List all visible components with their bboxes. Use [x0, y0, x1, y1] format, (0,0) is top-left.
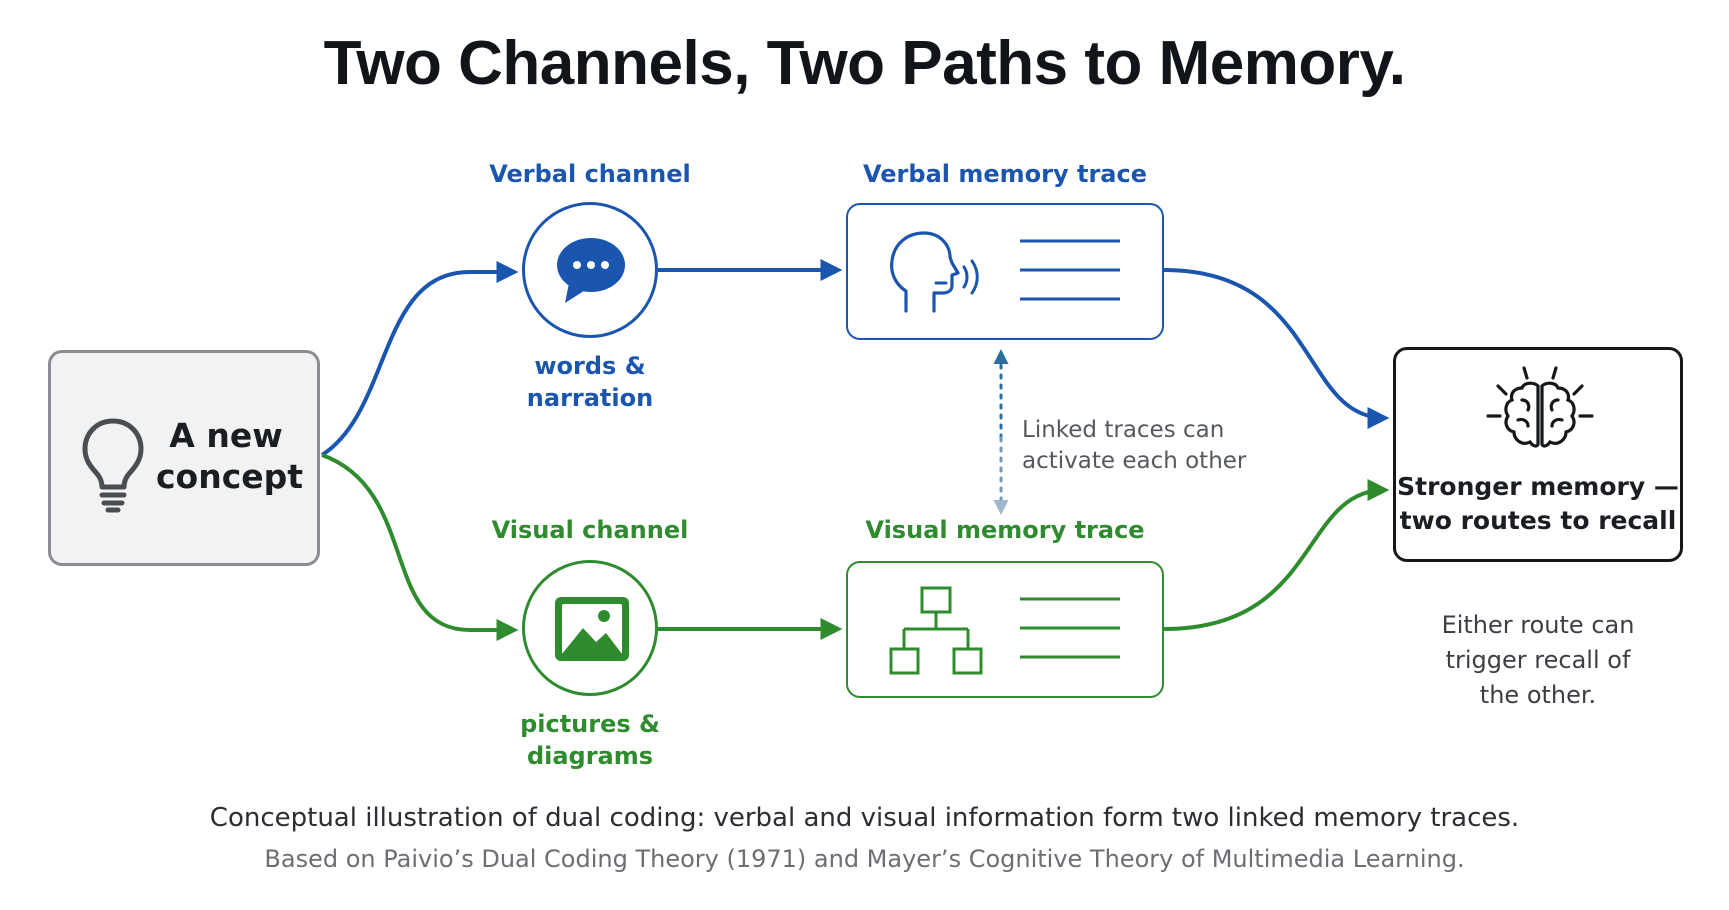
- visual-sub-line2: diagrams: [526, 742, 654, 770]
- visual-trace-label: Visual memory trace: [865, 516, 1145, 544]
- verbal-channel-label: Verbal channel: [489, 160, 691, 188]
- concept-box: A new concept: [48, 350, 320, 566]
- visual-channel-node: [522, 560, 658, 696]
- arrow-visual-trace-to-memory: [1163, 479, 1390, 631]
- caption-line-2: Based on Paivio’s Dual Coding Theory (19…: [264, 845, 1465, 873]
- brain-icon: [1486, 366, 1594, 448]
- link-note: Linked traces can activate each other: [1022, 415, 1282, 477]
- speaking-head-icon: [890, 231, 979, 313]
- image-icon: [555, 597, 629, 661]
- link-note-line2: activate each other: [1022, 448, 1247, 474]
- verbal-trace-box: [846, 203, 1164, 340]
- concept-label-line1: A new: [169, 416, 283, 455]
- recall-note-line1: Either route can: [1441, 611, 1635, 639]
- arrow-concept-to-verbal: [320, 261, 519, 457]
- concept-label: A new concept: [156, 415, 304, 497]
- verbal-sub-line1: words &: [534, 352, 646, 380]
- recall-note: Either route can trigger recall of the o…: [1393, 608, 1683, 713]
- verbal-channel-node: [522, 202, 658, 338]
- visual-channel-label: Visual channel: [491, 516, 689, 544]
- memory-box: Stronger memory — two routes to recall: [1393, 347, 1683, 562]
- verbal-trace-label: Verbal memory trace: [863, 160, 1147, 188]
- memory-label-line1: Stronger memory —: [1397, 472, 1679, 501]
- verbal-sub-line2: narration: [526, 384, 654, 412]
- recall-note-line2: trigger recall of: [1445, 646, 1631, 674]
- memory-label: Stronger memory — two routes to recall: [1396, 470, 1680, 538]
- arrow-verbal-trace-to-memory: [1163, 268, 1390, 429]
- link-note-line1: Linked traces can: [1022, 417, 1225, 443]
- concept-label-line2: concept: [156, 457, 304, 496]
- verbal-channel-sublabel: words & narration: [470, 350, 710, 414]
- caption-line-1: Conceptual illustration of dual coding: …: [209, 803, 1520, 833]
- speech-bubble-icon: [557, 238, 625, 303]
- page-title: Two Channels, Two Paths to Memory.: [323, 29, 1406, 98]
- visual-sub-line1: pictures &: [520, 710, 660, 738]
- memory-label-line2: two routes to recall: [1399, 506, 1677, 535]
- hierarchy-diagram-icon: [889, 586, 983, 675]
- visual-trace-box: [846, 561, 1164, 698]
- arrow-concept-to-visual: [321, 453, 519, 641]
- text-lines-icon: [1020, 239, 1120, 301]
- text-lines-icon: [1020, 597, 1120, 659]
- recall-note-line3: the other.: [1479, 681, 1597, 709]
- lightbulb-icon: [82, 418, 144, 513]
- visual-channel-sublabel: pictures & diagrams: [470, 708, 710, 772]
